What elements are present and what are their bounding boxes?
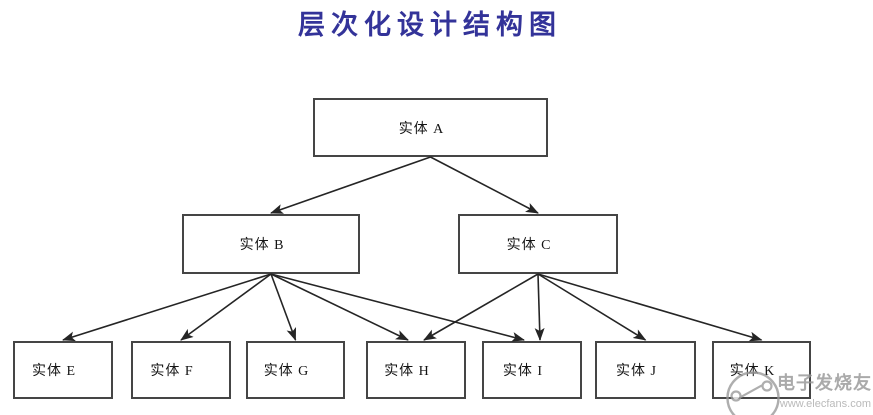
node-entity-a: 实体 A [313, 98, 548, 157]
node-entity-b-label: 实体 B [239, 238, 285, 253]
node-entity-h: 实体 H [366, 341, 466, 399]
node-entity-f: 实体 F [131, 341, 231, 399]
edge-C-K [537, 273, 763, 342]
edge-C-H [423, 273, 539, 341]
edge-B-H [270, 273, 409, 341]
node-entity-c-label: 实体 C [506, 238, 552, 253]
node-entity-h-label: 实体 H [384, 364, 430, 379]
edge-B-G [270, 273, 297, 341]
watermark-url: www.elecfans.com [779, 398, 871, 410]
node-entity-e: 实体 E [13, 341, 113, 399]
node-entity-i: 实体 I [482, 341, 582, 399]
node-entity-a-label: 实体 A [398, 121, 445, 137]
node-entity-g-label: 实体 G [263, 364, 310, 379]
edge-B-E [62, 273, 272, 342]
node-entity-e-label: 实体 E [31, 364, 77, 379]
edge-C-I [534, 273, 545, 341]
node-entity-g: 实体 G [246, 341, 345, 399]
node-entity-j: 实体 J [595, 341, 696, 399]
edge-C-J [537, 273, 647, 341]
node-entity-k-label: 实体 K [729, 364, 776, 379]
edge-A-C [430, 156, 539, 214]
node-entity-k: 实体 K [712, 341, 811, 399]
edge-B-I [270, 273, 525, 342]
node-entity-b: 实体 B [182, 214, 360, 274]
page-title: 层次化设计结构图 [298, 10, 562, 40]
node-entity-j-label: 实体 J [616, 364, 657, 379]
edge-B-F [180, 273, 272, 341]
node-entity-c: 实体 C [458, 214, 618, 274]
node-entity-i-label: 实体 I [502, 364, 544, 379]
node-entity-f-label: 实体 F [150, 364, 194, 379]
edge-A-B [270, 156, 431, 214]
